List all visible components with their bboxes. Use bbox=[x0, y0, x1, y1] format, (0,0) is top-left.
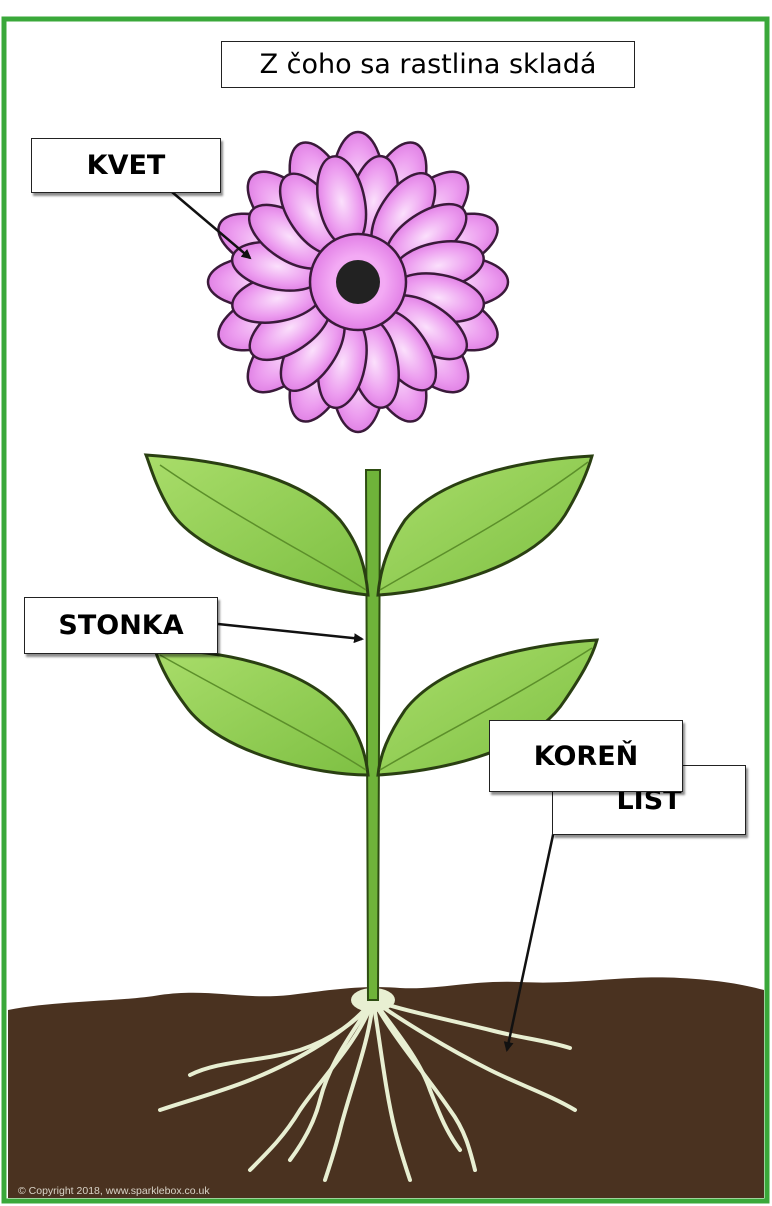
copyright-notice: © Copyright 2018, www.sparklebox.co.uk bbox=[18, 1185, 210, 1197]
label-kvet: KVET bbox=[31, 138, 221, 193]
flower-center bbox=[336, 260, 380, 304]
leaf-lower-left bbox=[155, 650, 368, 775]
stonka-arrow bbox=[218, 624, 362, 639]
leaf-upper-right bbox=[378, 456, 592, 595]
label-koren: KOREŇ bbox=[489, 720, 683, 792]
stem bbox=[366, 470, 380, 1000]
label-stonka: STONKA bbox=[24, 597, 218, 654]
diagram-title: Z čoho sa rastlina skladá bbox=[221, 41, 635, 88]
